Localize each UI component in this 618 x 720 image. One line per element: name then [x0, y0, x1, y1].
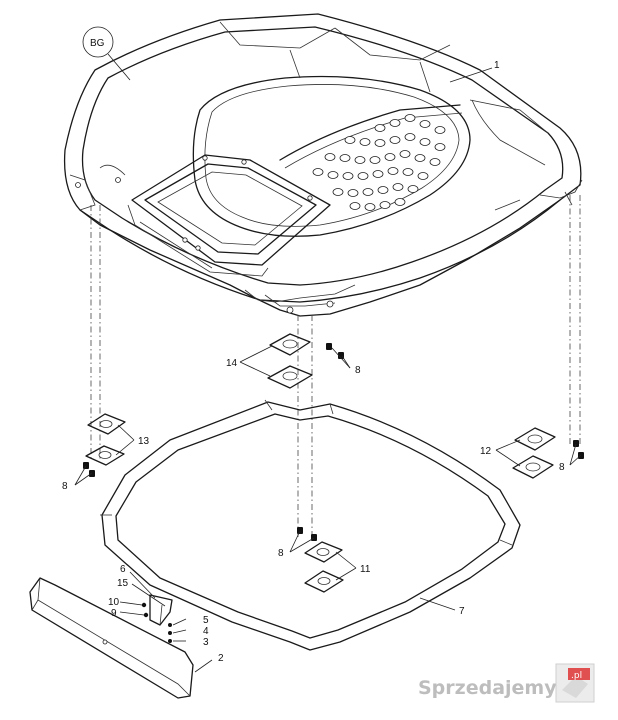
callout-7: 7 [459, 606, 465, 617]
callout-3: 3 [203, 637, 209, 648]
pad-12-lower [512, 455, 554, 479]
callout-9: 9 [111, 608, 117, 619]
pad-13-upper [87, 413, 126, 435]
alignment-lines [90, 195, 581, 540]
pad-14-upper [269, 333, 311, 356]
callout-8-left: 8 [62, 481, 68, 492]
callout-8-center: 8 [355, 365, 361, 376]
watermark-text: Sprzedajemy [418, 677, 557, 699]
nuts [83, 343, 584, 541]
pad-13-lower [85, 445, 125, 466]
callout-1: 1 [494, 60, 500, 71]
watermark: Sprzedajemy .pl [418, 663, 595, 703]
bg-circle [82, 26, 114, 58]
callout-13: 13 [138, 436, 150, 447]
callout-12: 12 [480, 446, 492, 457]
watermark-tld: .pl [571, 671, 582, 681]
leader-lines [74, 26, 582, 673]
mount-pads [85, 333, 556, 593]
callout-14: 14 [226, 358, 238, 369]
pad-14-lower [267, 365, 313, 389]
callout-5: 5 [203, 615, 209, 626]
vent-dimples [312, 114, 446, 211]
callout-4: 4 [203, 626, 209, 637]
front-trim-bar [29, 577, 194, 699]
roof-panel [63, 13, 583, 317]
callout-15: 15 [117, 578, 129, 589]
callout-8-right: 8 [559, 462, 565, 473]
callout-10: 10 [108, 597, 120, 608]
callout-11: 11 [360, 564, 371, 575]
callout-bg: BG [90, 38, 105, 49]
pad-11-upper [304, 541, 343, 563]
pad-11-lower [304, 570, 344, 593]
roof-hatch-frame [127, 154, 331, 277]
pad-12-upper [514, 427, 556, 451]
callout-2: 2 [218, 653, 224, 664]
callout-labels: BG 1 2 3 4 5 6 7 8 8 8 8 9 10 11 12 13 1… [62, 38, 565, 664]
callout-6: 6 [120, 564, 126, 575]
seal-frame [100, 399, 521, 651]
callout-8-lower: 8 [278, 548, 284, 559]
